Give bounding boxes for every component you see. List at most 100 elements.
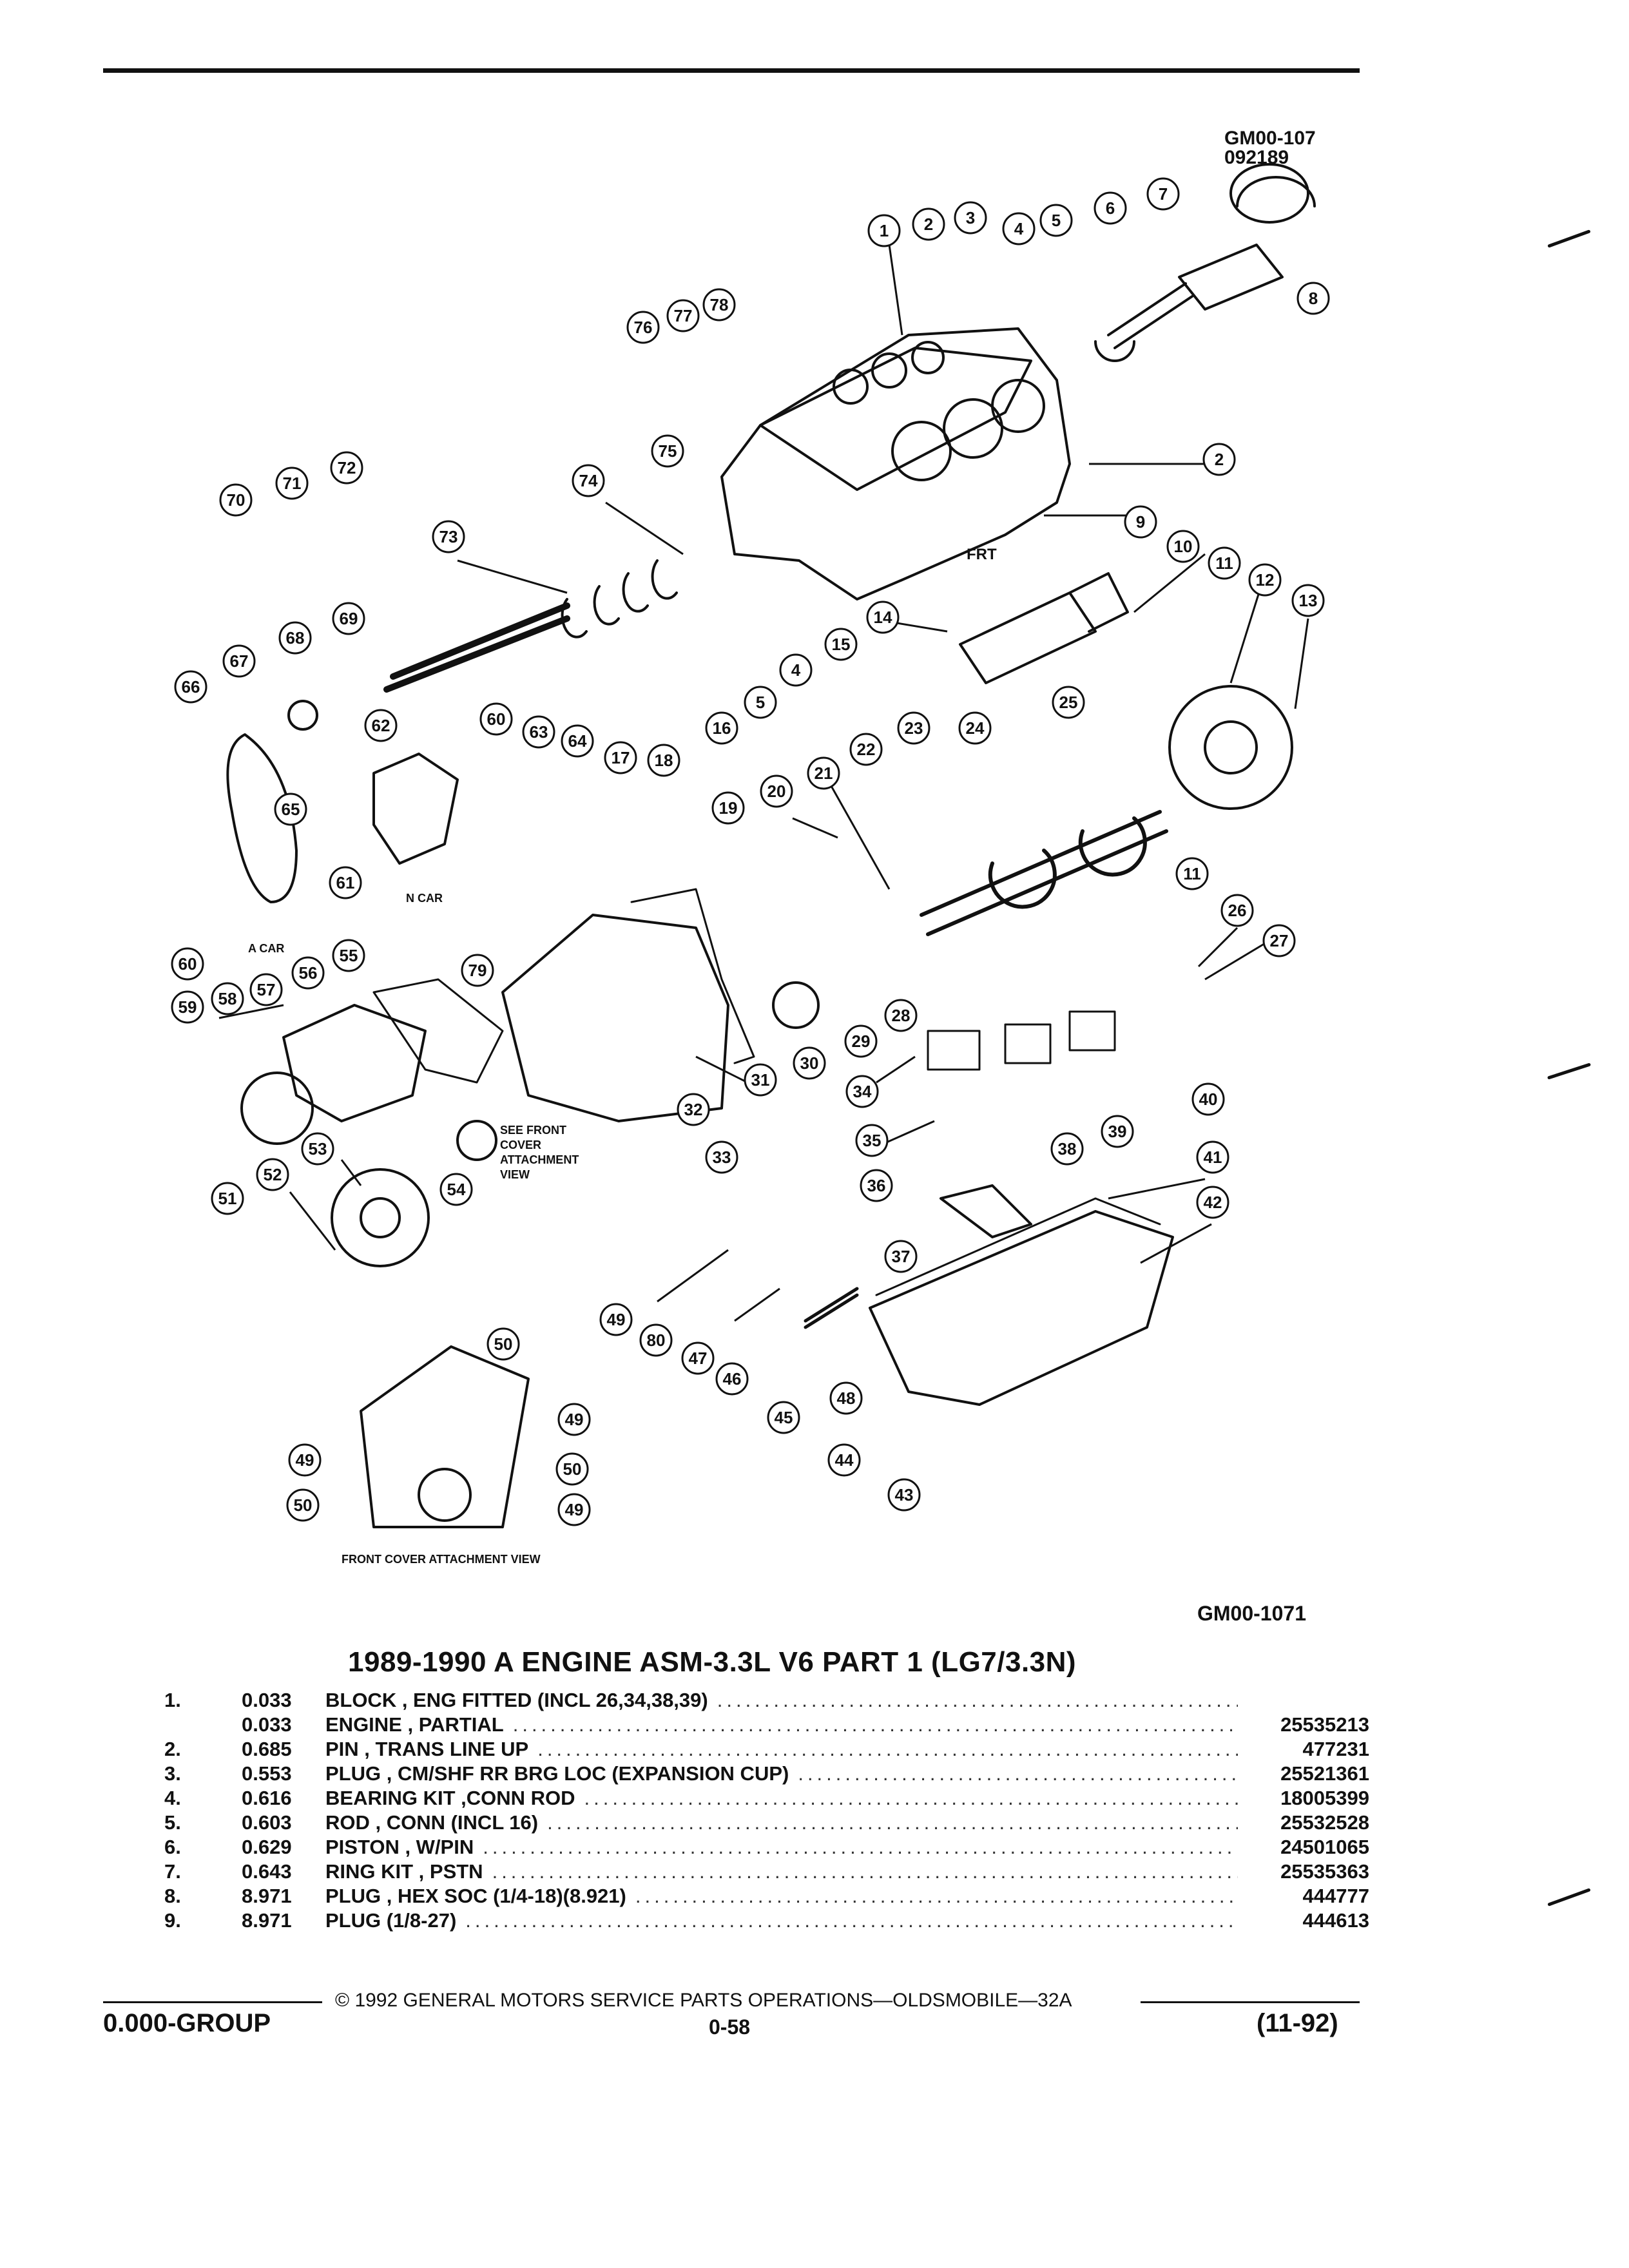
svg-text:11: 11 xyxy=(1183,864,1201,883)
callout-26: 26 xyxy=(1220,894,1254,927)
svg-text:17: 17 xyxy=(612,748,630,767)
callout-71: 71 xyxy=(275,466,309,500)
cam-bearings xyxy=(561,559,678,639)
svg-text:50: 50 xyxy=(563,1459,582,1479)
svg-text:62: 62 xyxy=(372,716,390,735)
callout-54: 54 xyxy=(439,1173,473,1206)
footer-rule-right xyxy=(1141,2001,1360,2003)
svg-text:5: 5 xyxy=(756,693,765,712)
svg-text:32: 32 xyxy=(684,1100,703,1119)
n-car-label: N CAR xyxy=(406,892,443,905)
oil-pump-pickup xyxy=(940,1184,1032,1238)
callout-49b: 49 xyxy=(557,1403,591,1436)
callout-4b: 4 xyxy=(779,653,813,687)
callout-72: 72 xyxy=(330,451,363,485)
svg-text:64: 64 xyxy=(568,731,587,751)
callout-23: 23 xyxy=(897,711,930,745)
svg-text:61: 61 xyxy=(336,873,355,892)
front-cover-gasket xyxy=(630,888,755,1064)
svg-text:9: 9 xyxy=(1136,512,1145,532)
callout-50c: 50 xyxy=(286,1488,320,1522)
svg-text:58: 58 xyxy=(218,989,237,1008)
svg-text:52: 52 xyxy=(264,1165,282,1184)
svg-text:39: 39 xyxy=(1108,1122,1127,1141)
see-front-cover-label: SEE FRONT COVER ATTACHMENT VIEW xyxy=(500,1124,582,1181)
rear-seal xyxy=(456,1120,497,1161)
part-description: BLOCK , ENG FITTED (INCL 26,34,38,39) xyxy=(325,1689,708,1711)
callout-33: 33 xyxy=(705,1140,738,1174)
svg-text:38: 38 xyxy=(1058,1139,1077,1158)
callout-70: 70 xyxy=(219,483,253,517)
svg-text:76: 76 xyxy=(634,318,653,337)
a-car-label: A CAR xyxy=(248,942,284,955)
callout-52: 52 xyxy=(256,1158,289,1191)
part-number: 18005399 xyxy=(1280,1787,1369,1809)
svg-text:77: 77 xyxy=(674,306,693,325)
callout-41: 41 xyxy=(1196,1140,1229,1174)
footer-rule-left xyxy=(103,2001,322,2003)
part-description: RING KIT , PSTN xyxy=(325,1860,483,1883)
callout-75: 75 xyxy=(651,434,684,468)
callout-60: 60 xyxy=(171,947,204,981)
callout-49c: 49 xyxy=(557,1493,591,1526)
svg-text:11: 11 xyxy=(1215,553,1233,573)
callout-63: 63 xyxy=(522,715,555,749)
main-bearing-caps xyxy=(927,1010,1116,1071)
part-description: BEARING KIT ,CONN ROD xyxy=(325,1787,575,1809)
callout-69: 69 xyxy=(332,602,365,635)
callout-2: 2 xyxy=(912,207,945,241)
part-description: PLUG , CM/SHF RR BRG LOC (EXPANSION CUP) xyxy=(325,1762,789,1785)
part-number: 444613 xyxy=(1302,1909,1369,1932)
svg-text:4: 4 xyxy=(791,660,801,680)
crankshaft xyxy=(920,810,1168,936)
group-label: 0.000-GROUP xyxy=(103,2009,271,2037)
part-number: 25535213 xyxy=(1280,1713,1369,1736)
callout-5b: 5 xyxy=(744,686,777,719)
top-rule xyxy=(103,68,1360,73)
callout-80: 80 xyxy=(639,1323,673,1357)
oil-filter-adapter xyxy=(372,753,459,865)
callout-21: 21 xyxy=(807,756,840,790)
svg-text:18: 18 xyxy=(655,751,673,770)
leader-dots: ........................................… xyxy=(483,1836,1238,1858)
svg-text:10: 10 xyxy=(1174,537,1193,556)
callout-19: 19 xyxy=(711,791,745,825)
svg-text:22: 22 xyxy=(857,740,876,759)
callout-42: 42 xyxy=(1196,1186,1229,1219)
callout-74: 74 xyxy=(572,464,605,497)
callout-55: 55 xyxy=(332,939,365,972)
water-pump-pulley xyxy=(240,1072,314,1145)
part-description: PLUG , HEX SOC (1/4-18)(8.921) xyxy=(325,1885,626,1907)
leader-dots: ........................................… xyxy=(584,1787,1239,1809)
callout-47: 47 xyxy=(681,1341,715,1375)
svg-text:63: 63 xyxy=(530,722,548,742)
callout-37: 37 xyxy=(884,1240,918,1273)
part-item-number: 8. xyxy=(164,1885,181,1907)
connecting-rod xyxy=(1094,282,1193,362)
part-group-code: 0.629 xyxy=(242,1836,292,1858)
svg-text:51: 51 xyxy=(218,1189,237,1208)
crank-pulley xyxy=(331,1168,430,1267)
callout-44: 44 xyxy=(827,1443,861,1477)
svg-text:14: 14 xyxy=(874,608,892,627)
svg-text:71: 71 xyxy=(283,474,302,493)
callout-2b: 2 xyxy=(1202,443,1236,476)
callout-38: 38 xyxy=(1050,1132,1084,1166)
callout-77: 77 xyxy=(666,299,700,332)
callout-46: 46 xyxy=(715,1362,749,1396)
callout-64: 64 xyxy=(561,724,594,758)
part-number: 25521361 xyxy=(1280,1762,1369,1785)
part-item-number: 7. xyxy=(164,1860,181,1883)
svg-text:45: 45 xyxy=(775,1408,793,1427)
front-cover-view-label: FRONT COVER ATTACHMENT VIEW xyxy=(342,1553,541,1566)
callout-67: 67 xyxy=(222,644,256,678)
svg-text:57: 57 xyxy=(257,980,276,999)
svg-text:7: 7 xyxy=(1159,184,1168,204)
svg-text:69: 69 xyxy=(340,609,358,628)
callout-5: 5 xyxy=(1039,204,1073,237)
callout-60b: 60 xyxy=(479,702,513,736)
part-description: PIN , TRANS LINE UP xyxy=(325,1738,529,1760)
callout-59: 59 xyxy=(171,990,204,1024)
